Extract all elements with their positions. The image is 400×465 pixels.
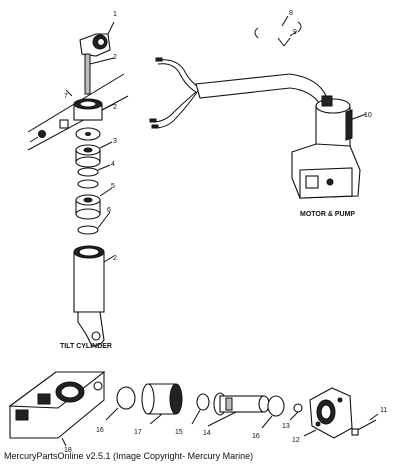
callout-12: 12 <box>292 437 300 444</box>
callout-numbers: 1 2 7 2 3 4 5 6 2 8 9 10 16 17 15 14 16 … <box>64 10 387 454</box>
caption-motor-pump: MOTOR & PUMP <box>300 211 355 218</box>
part-2-cylinder <box>73 245 115 347</box>
callout-17: 17 <box>134 429 142 436</box>
callout-14: 14 <box>203 430 211 437</box>
callout-11: 11 <box>380 407 387 414</box>
part-18-manifold <box>8 371 106 447</box>
callout-2: 2 <box>113 104 117 111</box>
lower-assembly <box>8 371 379 447</box>
caption-tilt-cylinder: TILT CYLINDER <box>60 343 112 350</box>
upper-collar <box>73 98 115 121</box>
callout-6: 6 <box>107 207 111 214</box>
callout-5: 5 <box>111 183 115 190</box>
part-8-clips <box>254 15 302 39</box>
callout-1: 1 <box>113 11 117 18</box>
callout-13: 13 <box>282 423 290 430</box>
callout-4: 4 <box>111 161 115 168</box>
callout-16: 16 <box>252 433 260 440</box>
part-2-rod <box>84 53 115 95</box>
part-16-oring-left <box>105 386 136 421</box>
part-9-pin <box>277 31 297 47</box>
part-12-end-cap <box>303 387 353 439</box>
callout-7: 7 <box>64 93 68 100</box>
small-bolt <box>29 130 46 143</box>
motor-pump-assembly <box>149 15 367 199</box>
part-1-cap <box>79 21 115 57</box>
callout-9: 9 <box>293 29 297 36</box>
callout-2: 2 <box>113 54 117 61</box>
part-11-bolt <box>351 413 379 436</box>
pump-body <box>291 143 361 199</box>
part-17-sleeve <box>141 383 183 425</box>
plate-pin <box>59 119 69 129</box>
part-6-oring <box>77 211 111 235</box>
tilt-cylinder-assembly <box>27 21 129 347</box>
part-2-disc <box>75 127 101 141</box>
part-3-piston <box>75 141 113 168</box>
callout-10: 10 <box>364 112 372 119</box>
part-15-oring <box>191 393 210 425</box>
copyright-footer: MercuryPartsOnline v2.5.1 (Image Copyrig… <box>4 451 254 461</box>
callout-15: 15 <box>175 429 183 436</box>
oring-small <box>77 179 99 189</box>
wiring-harness <box>149 57 327 129</box>
callout-16: 16 <box>96 427 104 434</box>
part-13-ball <box>289 403 303 421</box>
part-16-oring-right <box>261 395 285 429</box>
part-4-oring <box>77 164 111 177</box>
callout-18: 18 <box>64 447 72 454</box>
callout-2: 2 <box>113 255 117 262</box>
callout-8: 8 <box>289 10 293 17</box>
callout-3: 3 <box>113 138 117 145</box>
part-14-shaft <box>207 392 270 427</box>
part-5-piston <box>75 187 113 220</box>
